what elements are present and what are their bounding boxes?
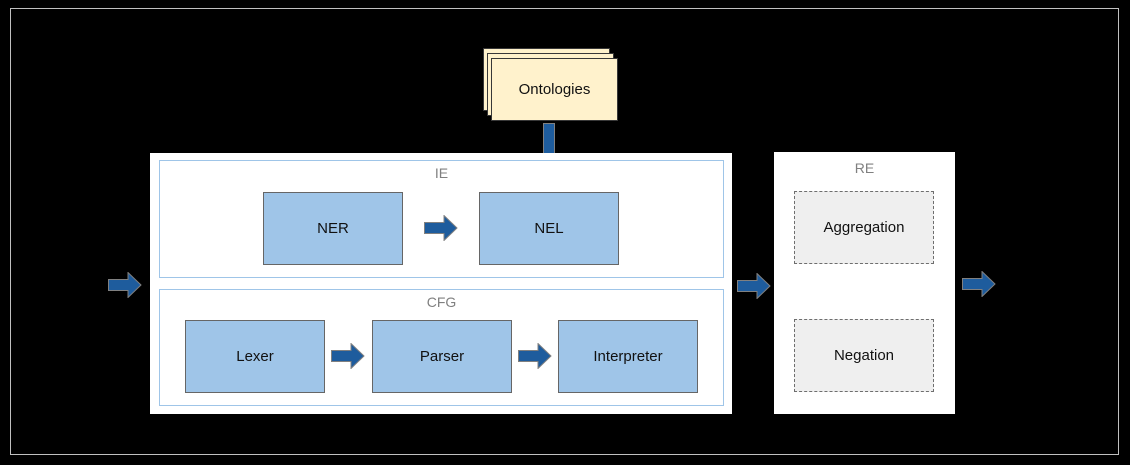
output-arrow (962, 271, 996, 297)
pipeline-to-re-arrow (737, 273, 771, 299)
input-arrow (108, 272, 142, 298)
re-panel-label: RE (854, 160, 875, 176)
cfg-section-label: CFG (426, 294, 457, 310)
node-nel: NEL (479, 192, 619, 265)
interpreter-label: Interpreter (593, 348, 663, 365)
aggregation-label: Aggregation (823, 219, 905, 236)
nel-label: NEL (534, 220, 564, 237)
parser-to-interpreter-arrow (518, 343, 552, 369)
ner-label: NER (317, 220, 349, 237)
lexer-to-parser-arrow (331, 343, 365, 369)
node-aggregation: Aggregation (794, 191, 934, 264)
node-negation: Negation (794, 319, 934, 392)
parser-label: Parser (419, 348, 465, 365)
node-interpreter: Interpreter (558, 320, 698, 393)
lexer-label: Lexer (236, 348, 274, 365)
ie-section-label: IE (434, 165, 449, 181)
node-parser: Parser (372, 320, 512, 393)
ner-to-nel-arrow (424, 215, 458, 241)
node-ner: NER (263, 192, 403, 265)
ontologies-label: Ontologies (518, 81, 591, 98)
negation-label: Negation (833, 347, 895, 364)
outer-border (10, 8, 1119, 455)
ontologies-node: Ontologies (491, 58, 618, 121)
node-lexer: Lexer (185, 320, 325, 393)
ie-section: IE (159, 160, 724, 278)
